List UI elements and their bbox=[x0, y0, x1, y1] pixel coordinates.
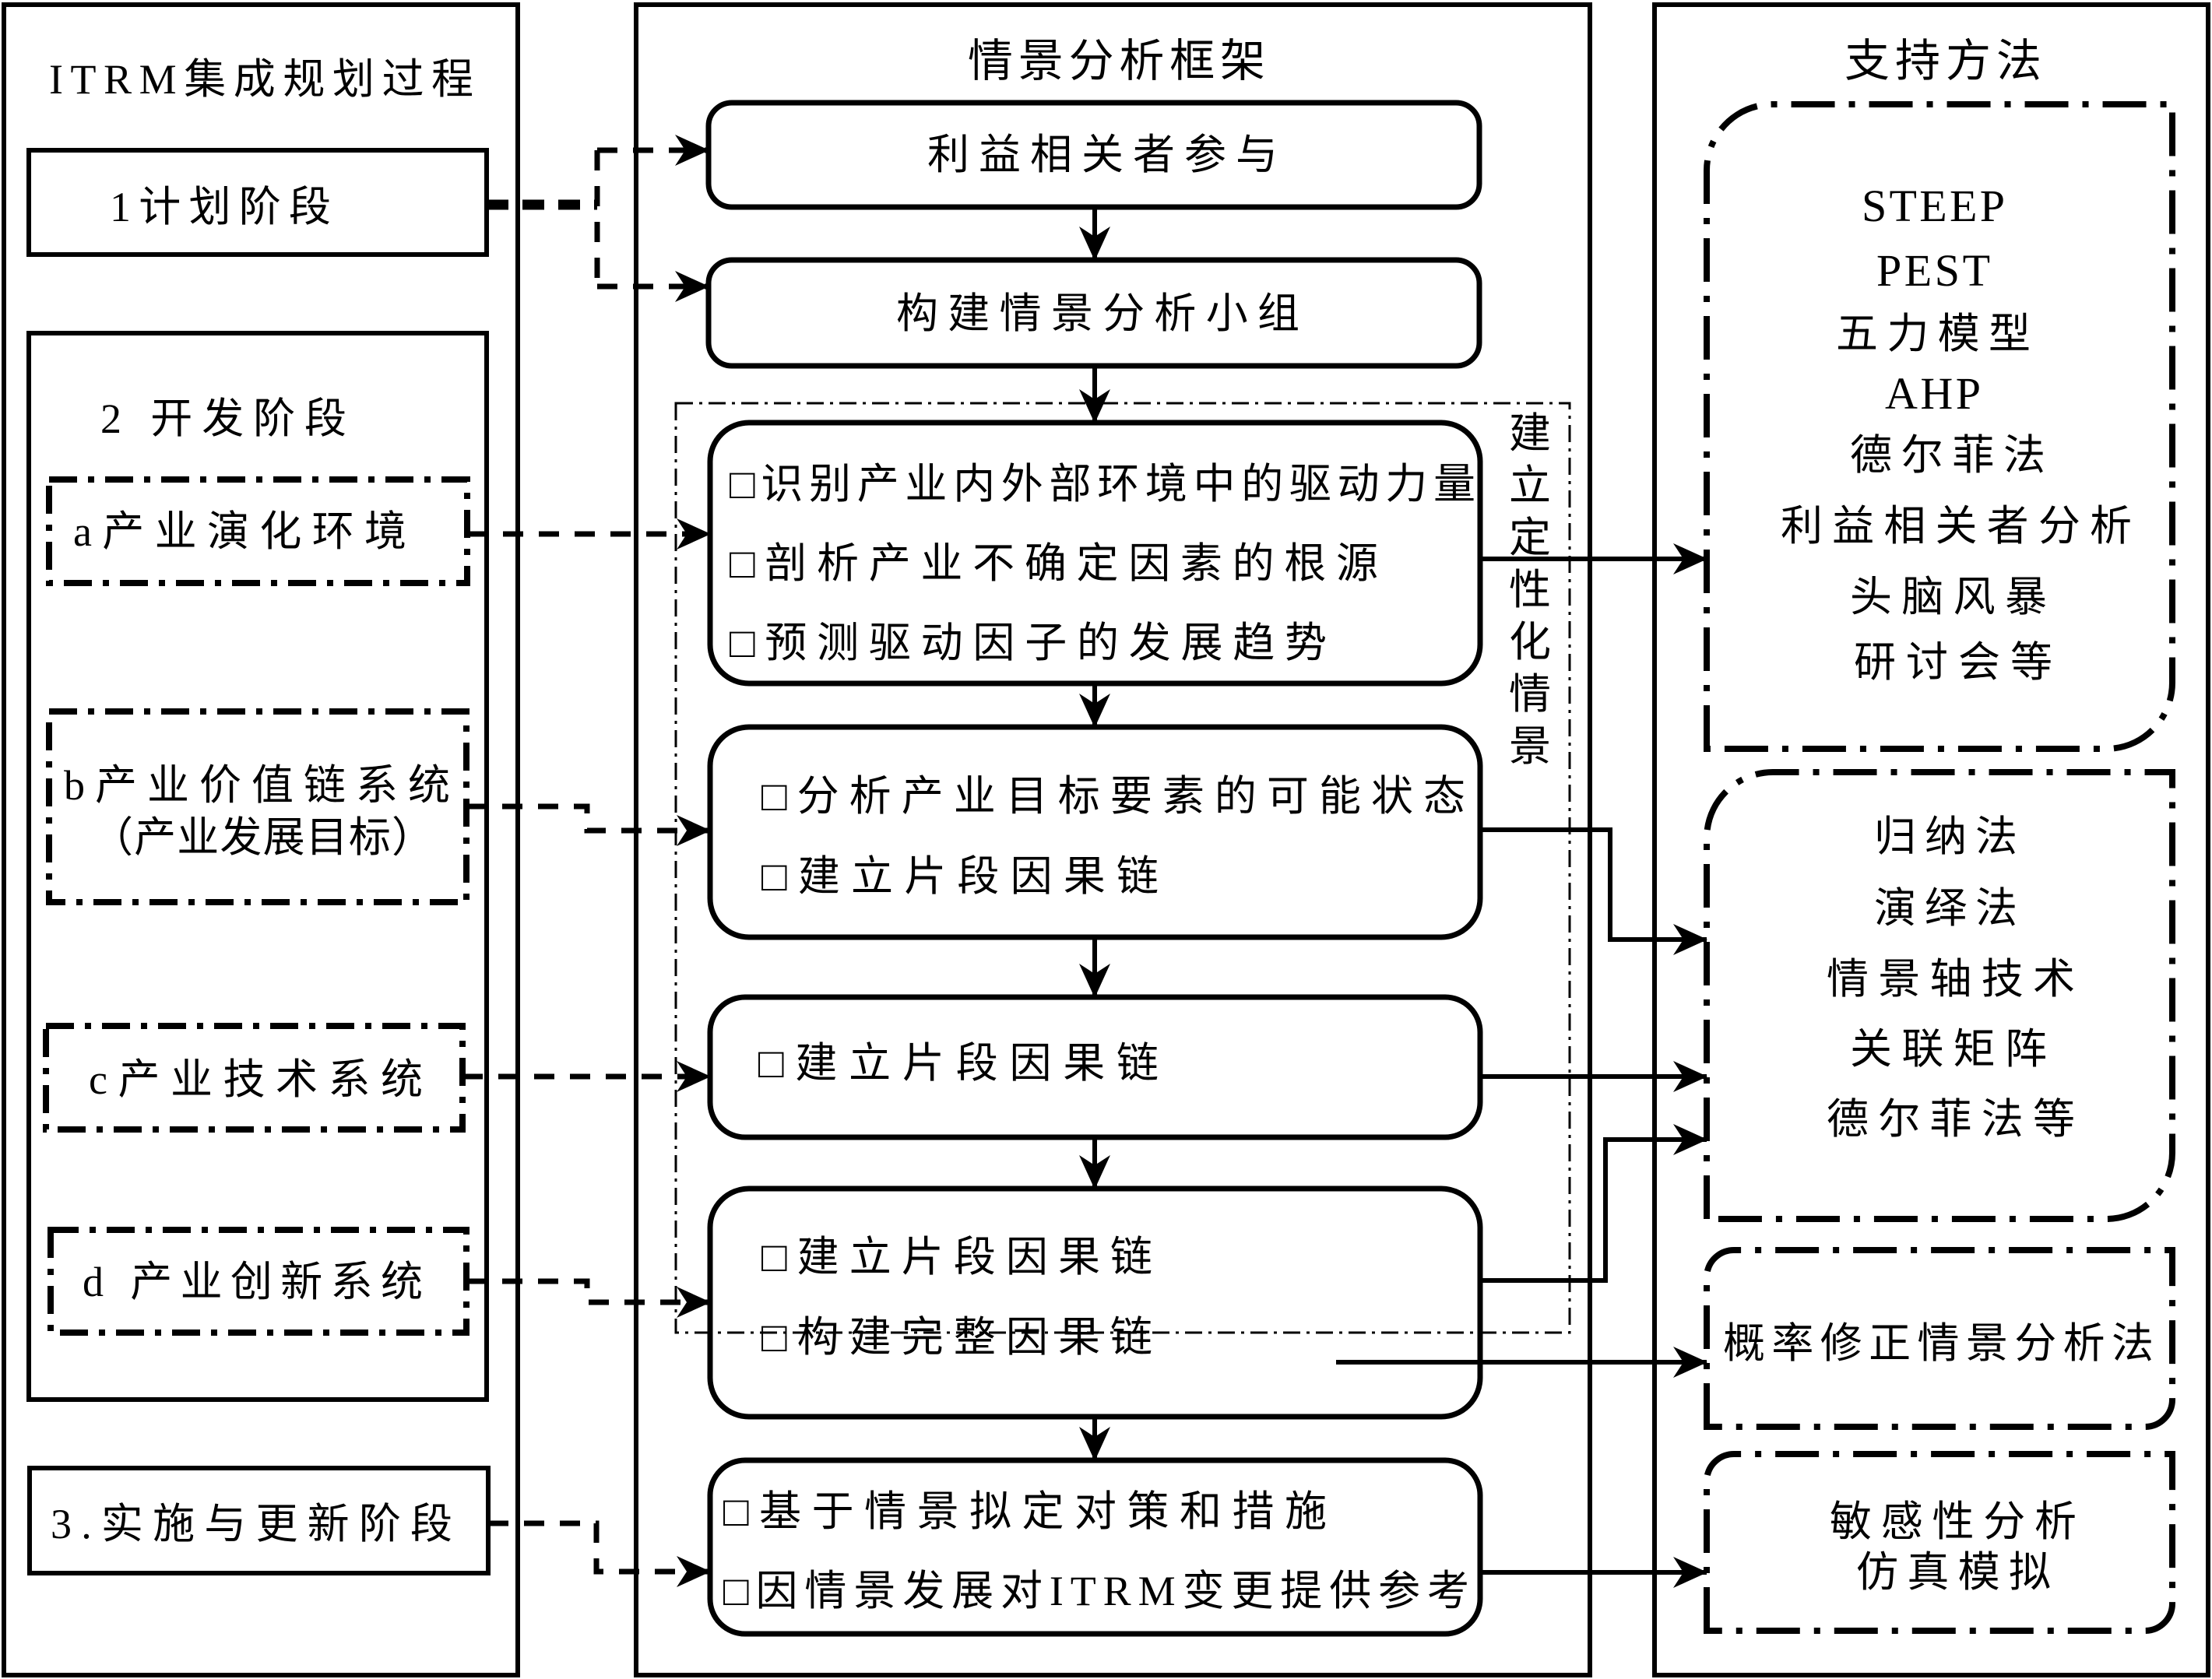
method-group-2-box bbox=[1704, 769, 2175, 1222]
method-stakeholder-analysis: 利益相关者分析 bbox=[1781, 503, 2132, 550]
method-brainstorming: 头脑风暴 bbox=[1850, 574, 2047, 620]
step-3-item-1: □识别产业内外部环境中的驱动力量 bbox=[730, 461, 1475, 508]
method-ahp: AHP bbox=[1885, 368, 1981, 419]
middle-panel-title: 情景分析框架 bbox=[968, 36, 1265, 86]
method-delphi: 德尔菲法 bbox=[1850, 432, 2045, 479]
subsystem-b-label: b产业价值链系统 bbox=[64, 762, 450, 809]
step-3-item-2: □剖析产业不确定因素的根源 bbox=[730, 540, 1378, 587]
subsystem-b-sublabel: （产业发展目标） bbox=[91, 814, 434, 861]
qualitative-scenario-group-label: 建立定性化情景 bbox=[1509, 410, 1551, 770]
left-panel-title: ITRM集成规划过程 bbox=[49, 56, 473, 103]
method-group-3-box bbox=[1704, 1247, 2175, 1430]
step-1-text: 利益相关者参与 bbox=[927, 132, 1278, 178]
method-simulation: 仿真模拟 bbox=[1856, 1549, 2051, 1596]
step-5-item-1: □建立片段因果链 bbox=[758, 1040, 1159, 1087]
step-4-item-1: □分析产业目标要素的可能状态 bbox=[761, 773, 1465, 820]
method-scenario-axes: 情景轴技术 bbox=[1827, 956, 2075, 1003]
step-4-box bbox=[707, 724, 1483, 940]
middle-panel-scenario-framework bbox=[634, 2, 1592, 1677]
method-five-forces: 五力模型 bbox=[1836, 311, 2031, 357]
connector-phase3-to-step7 bbox=[488, 1520, 711, 1587]
subsystem-c-label: c产业技术系统 bbox=[89, 1056, 423, 1103]
method-sensitivity-analysis: 敏感性分析 bbox=[1830, 1498, 2077, 1545]
connector-subsystem-b-to-step4 bbox=[466, 803, 711, 846]
subsystem-a-label: a产业演化环境 bbox=[73, 508, 406, 555]
qualitative-scenario-group-frame bbox=[674, 402, 1571, 1334]
phase2-label: 2 开发阶段 bbox=[100, 395, 346, 442]
step-6-box bbox=[707, 1185, 1483, 1420]
method-correlation-matrix: 关联矩阵 bbox=[1850, 1026, 2047, 1073]
method-delphi-etc: 德尔菲法等 bbox=[1827, 1096, 2075, 1143]
method-induction: 归纳法 bbox=[1874, 813, 2017, 860]
step-7-item-2: □因情景发展对ITRM变更提供参考 bbox=[723, 1568, 1469, 1614]
right-panel-title: 支持方法 bbox=[1845, 36, 2041, 86]
right-panel-support-methods bbox=[1652, 2, 2210, 1677]
connector-subsystem-d-to-step6 bbox=[466, 1278, 711, 1318]
method-workshop: 研讨会等 bbox=[1854, 639, 2052, 686]
step-6-item-2: □构建完整因果链 bbox=[761, 1314, 1152, 1361]
method-steep: STEEP bbox=[1862, 181, 2005, 231]
method-deduction: 演绎法 bbox=[1874, 885, 2017, 932]
phase2-box bbox=[26, 331, 489, 1402]
method-pest: PEST bbox=[1876, 245, 1990, 296]
method-group-4-box bbox=[1704, 1451, 2175, 1634]
connector-step4-to-methods2 bbox=[1480, 827, 1707, 955]
subsystem-d-label: d 产业创新系统 bbox=[83, 1259, 423, 1305]
step-7-item-1: □基于情景拟定对策和措施 bbox=[723, 1488, 1327, 1535]
phase1-label: 1计划阶段 bbox=[110, 184, 331, 230]
step-4-item-2: □建立片段因果链 bbox=[761, 853, 1159, 900]
step-2-box bbox=[705, 257, 1482, 369]
step-6-item-1: □建立片段因果链 bbox=[761, 1234, 1152, 1280]
method-probability-corrected-scenario: 概率修正情景分析法 bbox=[1723, 1320, 2154, 1367]
step-2-text: 构建情景分析小组 bbox=[896, 290, 1299, 337]
step-3-item-3: □预测驱动因子的发展趋势 bbox=[730, 620, 1327, 666]
connector-step6-to-methods2 bbox=[1480, 1124, 1707, 1283]
left-panel-itrm-process bbox=[2, 2, 520, 1677]
method-group-1-box bbox=[1704, 101, 2175, 752]
phase3-label: 3.实施与更新阶段 bbox=[51, 1501, 452, 1547]
